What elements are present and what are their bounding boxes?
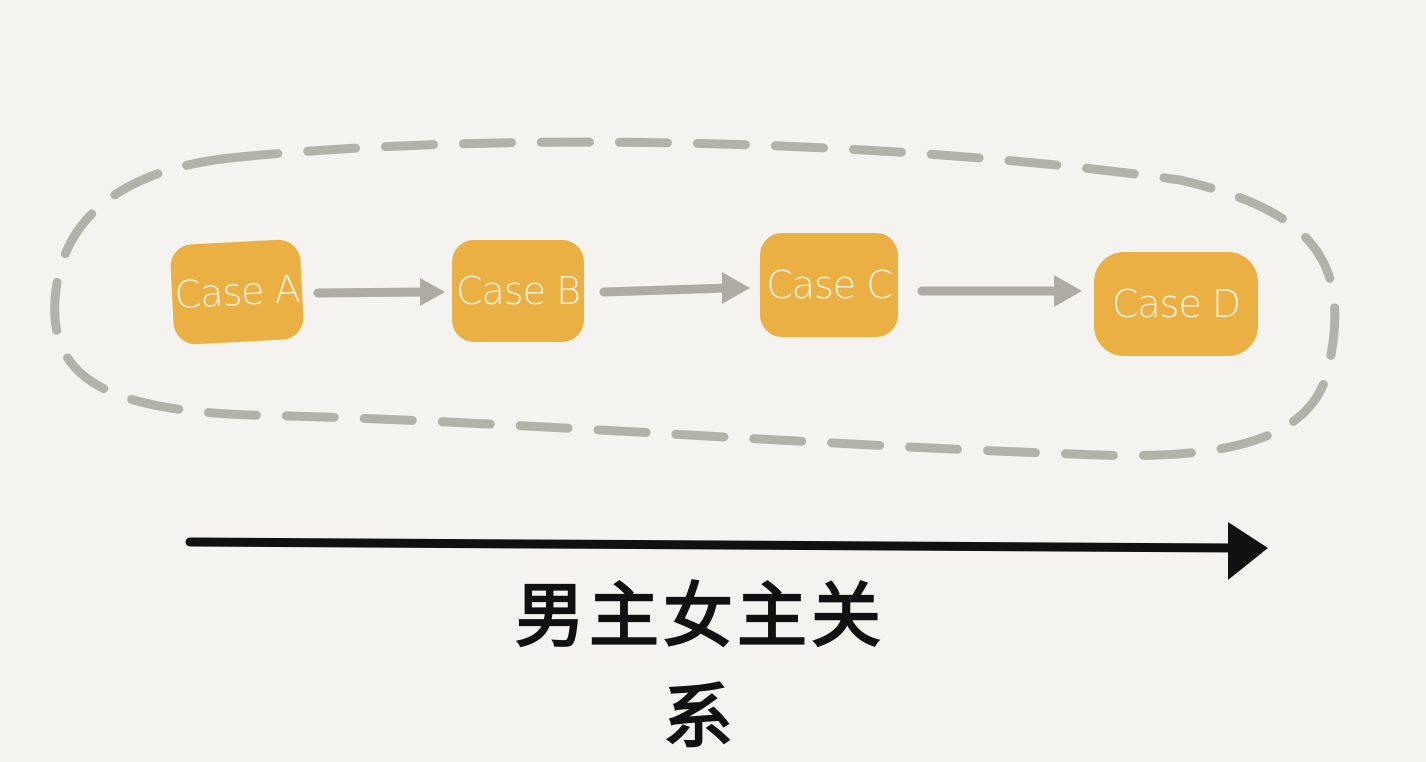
arrow-a-b (313, 278, 445, 306)
case-d-node: Case D (1094, 252, 1258, 356)
timeline-label: 男主女主关系 (515, 575, 885, 758)
timeline-arrow (185, 522, 1268, 580)
dashed-group-outline (50, 137, 1340, 461)
arrow-c-d (917, 275, 1082, 307)
case-b-node: Case B (452, 240, 584, 342)
case-a-node: Case A (169, 238, 305, 346)
diagram-canvas (50, 137, 1340, 580)
case-c-node: Case C (760, 233, 898, 337)
arrow-b-c (599, 272, 750, 304)
